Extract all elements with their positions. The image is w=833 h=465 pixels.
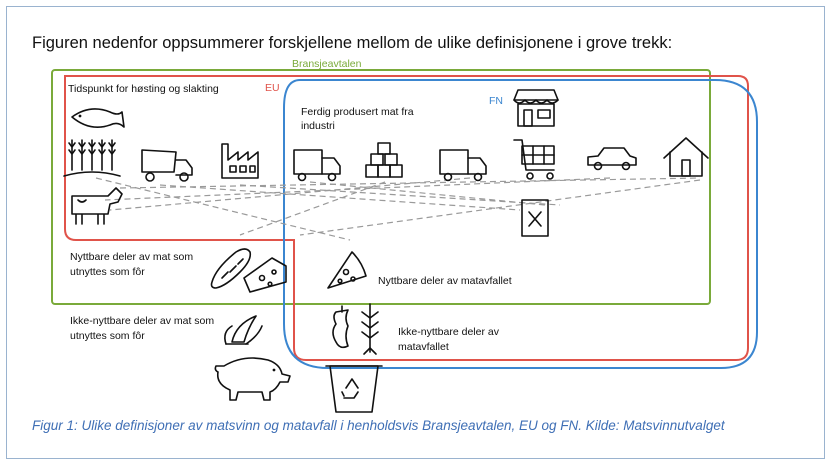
intro-heading: Figuren nedenfor oppsummerer forskjellen… (32, 34, 673, 52)
car-icon (587, 147, 637, 171)
figure-caption: Figur 1: Ulike definisjoner av matsvinn … (32, 418, 725, 433)
edible-waste-label: Nyttbare deler av matavfallet (378, 275, 512, 287)
restaurant-menu-icon (521, 199, 549, 237)
house-icon (663, 137, 709, 177)
pizza-slice-icon (327, 251, 367, 289)
fn-region (283, 79, 758, 369)
cow-icon (71, 187, 123, 225)
bransjeavtalen-region (51, 69, 711, 305)
fish-icon (71, 108, 125, 128)
edible-feed-label-line2: utnyttes som fôr (70, 266, 145, 278)
flow-connector-lines (95, 177, 701, 241)
dump-truck-icon (141, 149, 193, 182)
figure-frame (6, 6, 825, 459)
shopping-cart-icon (513, 139, 555, 180)
factory-icon (221, 143, 259, 179)
boxes-icon (365, 142, 403, 178)
bransjeavtalen-label: Bransjeavtalen (292, 58, 362, 70)
bread-cheese-icon (210, 248, 287, 293)
inedible-waste-label-line1: Ikke-nyttbare deler av (398, 326, 500, 338)
eu-label: EU (265, 82, 280, 94)
apple-core-fishbone-icon (332, 303, 379, 355)
inedible-feed-label-line2: utnyttes som fôr (70, 330, 145, 342)
delivery-truck-icon (293, 149, 341, 182)
inedible-waste-label-line2: matavfallet (398, 341, 449, 353)
harvest-slaughter-label: Tidspunkt for høsting og slakting (68, 83, 219, 95)
processed-food-label-line1: Ferdig produsert mat fra (301, 106, 414, 118)
fn-label: FN (489, 95, 503, 107)
delivery-truck-icon (439, 149, 487, 182)
eu-region (64, 75, 749, 361)
inedible-feed-label-line1: Ikke-nyttbare deler av mat som (70, 315, 214, 327)
wheat-icon (63, 139, 121, 177)
store-icon (513, 89, 559, 127)
edible-feed-label-line1: Nyttbare deler av mat som (70, 251, 193, 263)
banana-peel-icon (224, 315, 263, 345)
processed-food-label-line2: industri (301, 120, 335, 132)
recycling-bin-icon (325, 365, 383, 413)
pig-icon (214, 357, 291, 401)
